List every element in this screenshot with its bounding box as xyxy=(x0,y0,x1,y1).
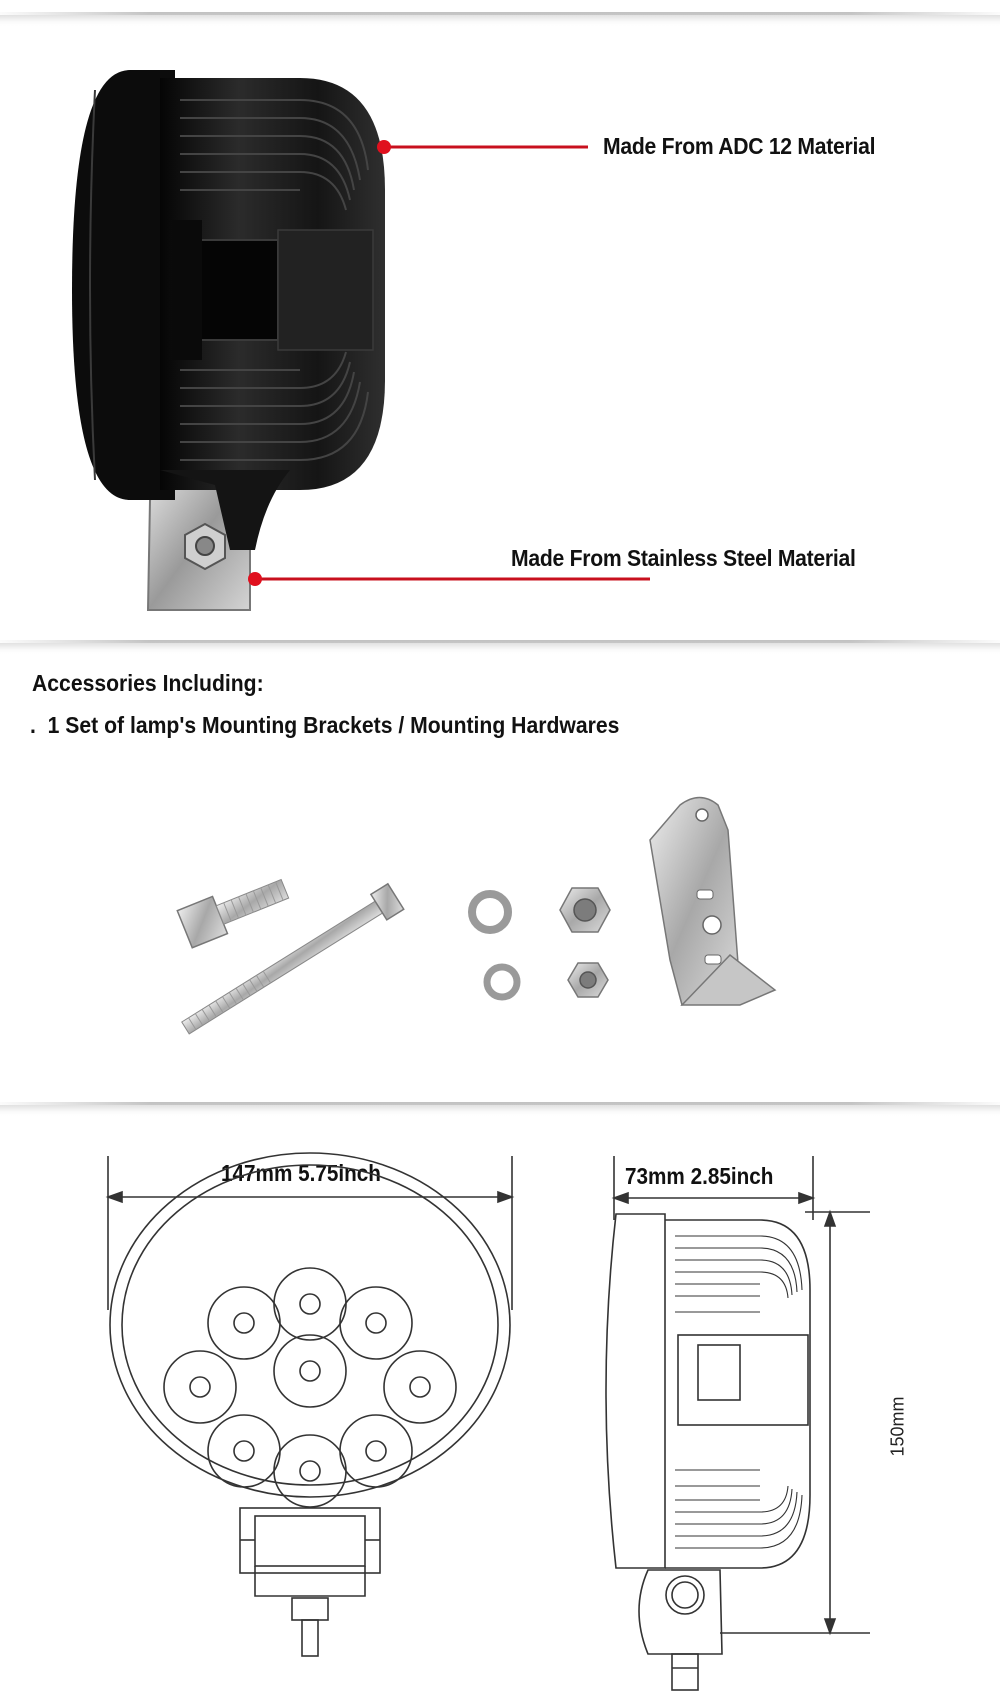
accessory-bullet: . xyxy=(30,712,36,738)
side-body xyxy=(665,1219,811,1569)
side-fins xyxy=(675,1235,803,1549)
mounting-bracket xyxy=(649,796,777,1006)
hex-nut-large xyxy=(559,887,611,933)
lamp-side-photo xyxy=(72,70,385,611)
long-bolt xyxy=(181,882,405,1035)
callout-bracket-material: Made From Stainless Steel Material xyxy=(511,545,856,571)
front-outer-ellipse xyxy=(109,1152,511,1498)
accessories-list-item: . 1 Set of lamp's Mounting Brackets / Mo… xyxy=(30,712,619,739)
side-bezel xyxy=(605,1213,666,1569)
callout-dot-bracket xyxy=(248,572,262,586)
short-bolt xyxy=(176,878,290,949)
depth-dimension-label: 73mm 2.85inch xyxy=(625,1163,774,1189)
section-divider-dimensions xyxy=(0,1102,1000,1116)
spring-washer-large xyxy=(468,890,512,934)
technical-drawing xyxy=(105,1152,870,1691)
spring-washer-small xyxy=(483,963,521,1001)
hex-nut-small xyxy=(567,962,609,998)
led-array xyxy=(163,1267,457,1508)
callout-housing-material: Made From ADC 12 Material xyxy=(603,133,876,159)
accessories-title: Accessories Including: xyxy=(32,670,264,696)
width-dimension-label: 147mm 5.75inch xyxy=(221,1160,381,1186)
top-divider xyxy=(0,12,1000,26)
section-divider-accessories xyxy=(0,640,1000,654)
side-window xyxy=(697,1344,741,1401)
accessory-item-text: 1 Set of lamp's Mounting Brackets / Moun… xyxy=(47,712,620,738)
callout-dot-housing xyxy=(377,140,391,154)
callout-lines xyxy=(248,140,650,586)
accessories-photo xyxy=(176,796,777,1035)
front-bracket xyxy=(239,1507,381,1574)
front-inner-ellipse xyxy=(121,1164,499,1486)
